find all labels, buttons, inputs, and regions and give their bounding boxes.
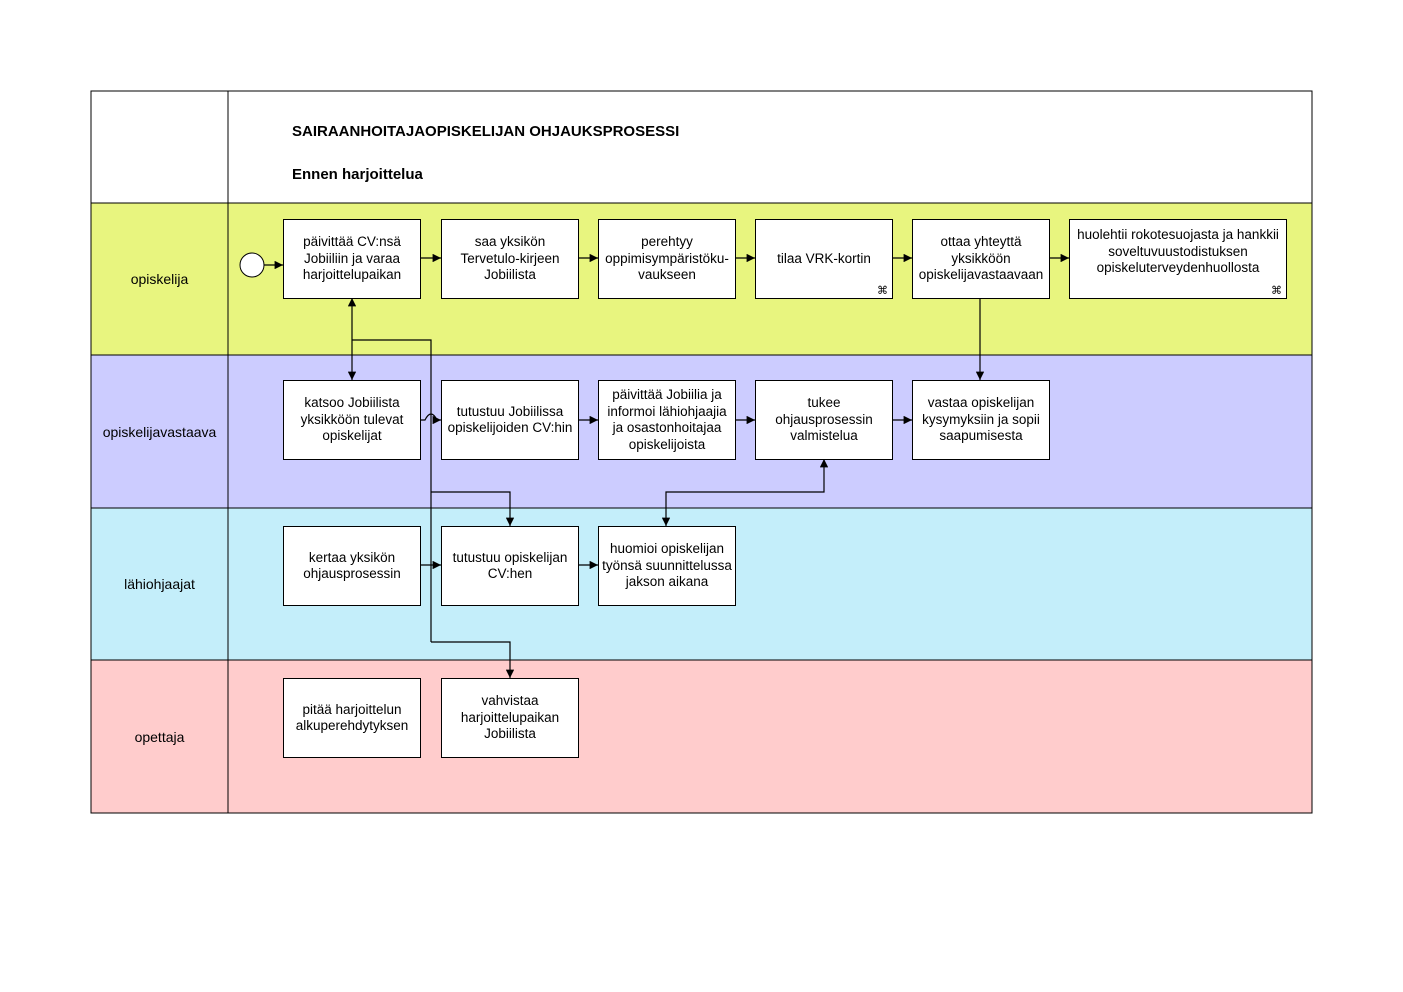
task-text: tilaa VRK-kortin bbox=[777, 250, 871, 266]
flow-t7-to-t8 bbox=[420, 413, 441, 425]
task-tukee-ohjausprosessin[interactable]: tukee ohjausprosessin valmistelua bbox=[755, 380, 893, 460]
task-text: katsoo Jobiilista yksikköön tulevat opis… bbox=[300, 395, 404, 444]
task-tutustuu-cv-hin[interactable]: tutustuu Jobiilissa opiskelijoiden CV:hi… bbox=[441, 380, 579, 460]
lane-label-opiskelijavastaava: opiskelijavastaava bbox=[102, 423, 217, 440]
task-text: huolehtii rokotesuojasta ja hankkii sove… bbox=[1077, 227, 1279, 275]
task-vahvistaa-harjoittelupaikan[interactable]: vahvistaa harjoittelupaikan Jobiilista bbox=[441, 678, 579, 758]
lane-label-opiskelija: opiskelija bbox=[130, 271, 189, 287]
task-perehtyy-kuvaukseen[interactable]: perehtyy oppimisympäristöku-vaukseen bbox=[598, 219, 736, 299]
diagram-subtitle: Ennen harjoittelua bbox=[292, 166, 423, 183]
task-text: vahvistaa harjoittelupaikan Jobiilista bbox=[460, 693, 560, 742]
task-text: huomioi opiskelijan työnsä suunnitteluss… bbox=[602, 541, 732, 590]
diagram-title: SAIRAANHOITAJAOPISKELIJAN OHJAUKSPROSESS… bbox=[292, 123, 680, 140]
flow-t10-to-t14 bbox=[661, 459, 829, 526]
task-text: perehtyy oppimisympäristöku-vaukseen bbox=[605, 234, 729, 283]
task-text: kertaa yksikön ohjausprosessin bbox=[303, 549, 401, 582]
start-event-circle-icon bbox=[239, 252, 265, 278]
task-huomioi-opiskelijan[interactable]: huomioi opiskelijan työnsä suunnitteluss… bbox=[598, 526, 736, 606]
flow-branch-to-t13 bbox=[431, 491, 515, 526]
subprocess-marker-icon: ⌘ bbox=[877, 285, 888, 297]
task-paivittaa-cv[interactable]: päivittää CV:nsä Jobiiliin ja varaa harj… bbox=[283, 219, 421, 299]
task-text: tukee ohjausprosessin valmistelua bbox=[775, 395, 873, 444]
task-saa-tervetulokirje[interactable]: saa yksikön Tervetulo-kirjeen Jobiilista bbox=[441, 219, 579, 299]
task-text: vastaa opiskelijan kysymyksiin ja sopii … bbox=[922, 395, 1040, 444]
task-text: tutustuu opiskelijan CV:hen bbox=[452, 549, 568, 582]
task-vastaa-kysymyksiin[interactable]: vastaa opiskelijan kysymyksiin ja sopii … bbox=[912, 380, 1050, 460]
task-paivittaa-jobiilia[interactable]: päivittää Jobiilia ja informoi lähiohjaa… bbox=[598, 380, 736, 460]
task-tilaa-vrk-kortin[interactable]: tilaa VRK-kortin ⌘ bbox=[755, 219, 893, 299]
flow-t1-branch bbox=[352, 339, 432, 642]
task-pitaa-alkuperehdytyksen[interactable]: pitää harjoittelun alkuperehdytyksen bbox=[283, 678, 421, 758]
task-ottaa-yhteytta[interactable]: ottaa yhteyttä yksikköön opiskelijavasta… bbox=[912, 219, 1050, 299]
task-huolehtii-rokotesuojasta[interactable]: huolehtii rokotesuojasta ja hankkii sove… bbox=[1069, 219, 1287, 299]
task-tutustuu-opiskelijan-cv[interactable]: tutustuu opiskelijan CV:hen bbox=[441, 526, 579, 606]
task-text: päivittää Jobiilia ja informoi lähiohjaa… bbox=[607, 387, 727, 452]
lane-label-lahiohjaajat: lähiohjaajat bbox=[124, 576, 195, 592]
task-text: pitää harjoittelun alkuperehdytyksen bbox=[295, 701, 409, 734]
flow-branch-to-t16 bbox=[431, 641, 515, 678]
header-band bbox=[90, 90, 1313, 204]
task-text: tutustuu Jobiilissa opiskelijoiden CV:hi… bbox=[447, 403, 573, 436]
task-text: päivittää CV:nsä Jobiiliin ja varaa harj… bbox=[302, 234, 402, 283]
task-kertaa-ohjausprosessin[interactable]: kertaa yksikön ohjausprosessin bbox=[283, 526, 421, 606]
lane-label-opettaja: opettaja bbox=[134, 728, 185, 745]
task-text: saa yksikön Tervetulo-kirjeen Jobiilista bbox=[460, 234, 560, 283]
lane-band-opettaja bbox=[90, 659, 1313, 814]
task-katsoo-jobiilista[interactable]: katsoo Jobiilista yksikköön tulevat opis… bbox=[283, 380, 421, 460]
subprocess-marker-icon: ⌘ bbox=[1271, 285, 1282, 297]
task-text: ottaa yhteyttä yksikköön opiskelijavasta… bbox=[918, 234, 1044, 283]
